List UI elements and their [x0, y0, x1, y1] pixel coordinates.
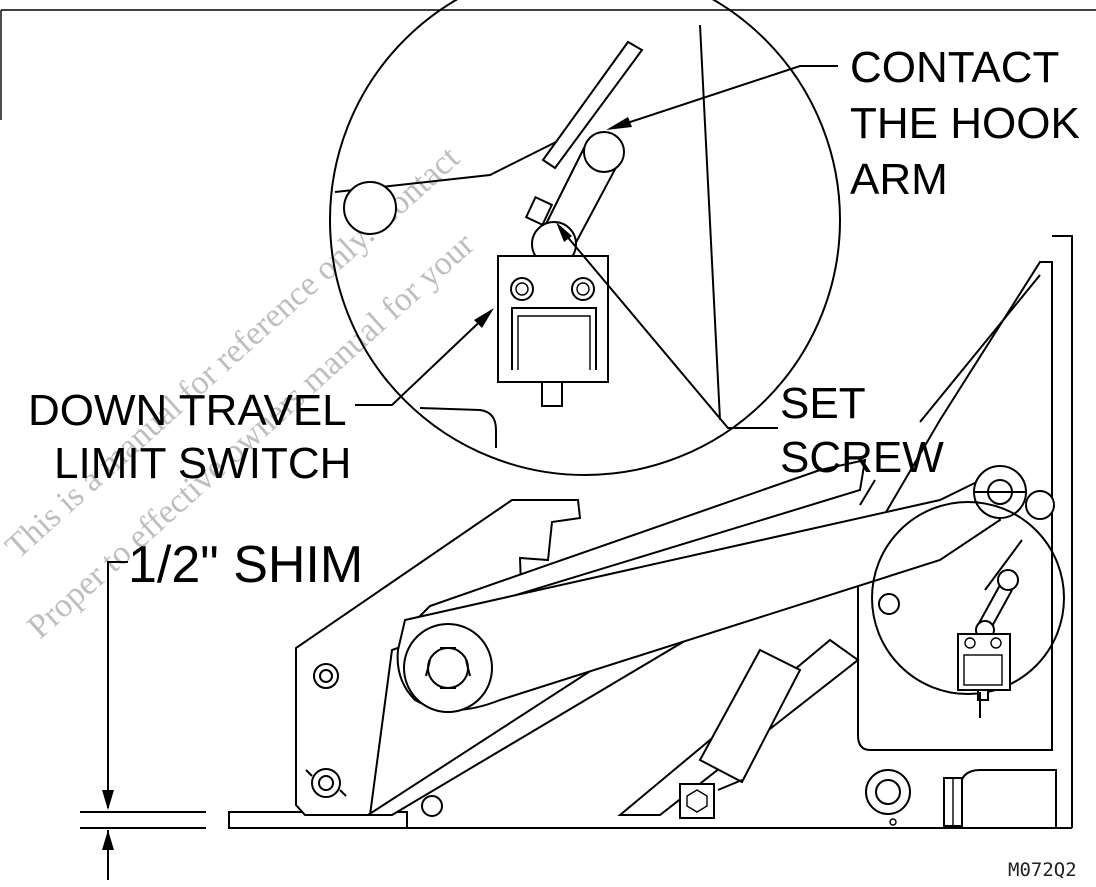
leader-lines [355, 65, 1041, 506]
limit-switch [497, 255, 609, 383]
figure-code: M072Q2 [1008, 859, 1077, 881]
detail-callout-small [871, 501, 1065, 718]
label-arm: ARM [850, 155, 948, 204]
watermark-line-1: This is a manual for reference only. Con… [0, 139, 467, 566]
label-contact: CONTACT [850, 43, 1059, 92]
hydraulic-cylinder [698, 648, 802, 784]
callout-set-screw: SET SCREW [780, 379, 944, 482]
callout-contact-hook-arm: CONTACT THE HOOK ARM [850, 43, 1080, 204]
shim-dimension [80, 561, 206, 880]
label-screw: SCREW [780, 433, 944, 482]
detail-view-large [329, 0, 841, 476]
roller [583, 131, 625, 173]
hook-arm [407, 458, 867, 629]
pivot-pin [343, 181, 397, 235]
drawing-frame [0, 9, 1096, 120]
bolt-hole [421, 795, 443, 817]
label-down-travel: DOWN TRAVEL [28, 386, 347, 435]
hook-arm-end [541, 40, 644, 170]
label-limit-switch: LIMIT SWITCH [54, 439, 351, 488]
label-set: SET [780, 379, 866, 428]
callout-down-travel-limit-switch: DOWN TRAVEL LIMIT SWITCH [28, 386, 351, 488]
dock-leveler-assembly [228, 235, 1073, 829]
set-screw [524, 195, 554, 227]
label-shim: 1/2" SHIM [128, 536, 363, 594]
label-the-hook: THE HOOK [850, 99, 1080, 148]
